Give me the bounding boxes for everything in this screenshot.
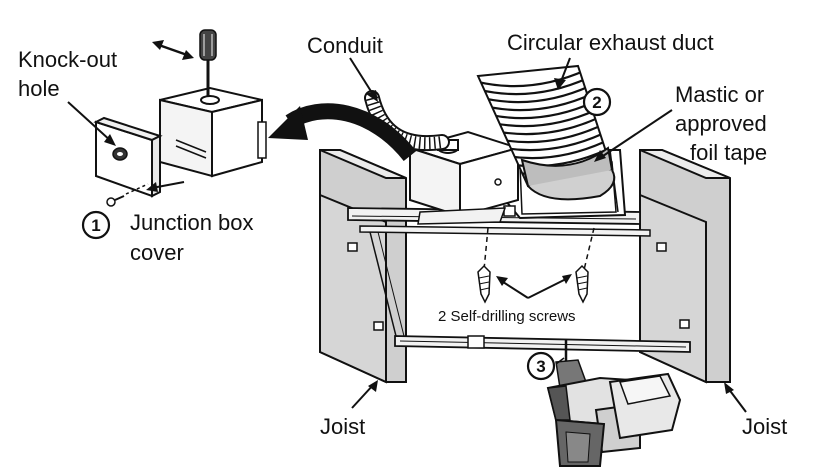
knockout-hole-label-line1: Knock-out — [18, 47, 117, 72]
step-marker-1: 1 — [81, 210, 111, 240]
cover-screw-icon — [106, 183, 149, 207]
junction-cover-leader — [146, 181, 185, 192]
duct-leader — [554, 57, 571, 90]
conduit-leader — [349, 57, 378, 102]
self-drilling-screw-right — [575, 227, 595, 304]
step-2-number: 2 — [592, 93, 601, 112]
step-1-number: 1 — [91, 216, 100, 235]
joist-right-leader — [724, 382, 747, 413]
conduit-label: Conduit — [307, 33, 383, 58]
mastic-label-line3: foil tape — [690, 140, 767, 165]
joist-left-label: Joist — [320, 414, 365, 439]
exhaust-duct-label: Circular exhaust duct — [507, 30, 714, 55]
mastic-leader — [594, 109, 673, 162]
step3-leader — [555, 357, 565, 365]
mastic-label-line1: Mastic or — [675, 82, 764, 107]
self-drilling-screws-label: 2 Self-drilling screws — [438, 308, 576, 325]
joist-left-leader — [351, 380, 378, 409]
self-drilling-screw-left — [477, 227, 491, 304]
twist-arrow-icon — [152, 40, 194, 60]
step-3-number: 3 — [536, 357, 545, 376]
mastic-label-line2: approved — [675, 111, 767, 136]
junction-box-cover-label-line1: Junction box — [130, 210, 254, 235]
junction-box-exploded — [159, 86, 267, 178]
joist-right-label: Joist — [742, 414, 787, 439]
knockout-hole-label-line2: hole — [18, 76, 60, 101]
screw-pointer-lines — [496, 274, 572, 299]
screwdriver-icon — [199, 29, 217, 96]
junction-box-cover-plate — [93, 116, 163, 198]
junction-box-cover-label-line2: cover — [130, 240, 184, 265]
curved-move-arrow-icon — [268, 103, 417, 162]
left-joist — [319, 149, 407, 384]
right-joist — [639, 149, 731, 384]
knockout-leader — [67, 101, 116, 146]
circular-exhaust-duct — [476, 64, 616, 201]
step-marker-3: 3 — [526, 351, 556, 381]
power-drill-icon — [546, 340, 682, 467]
step-marker-2: 2 — [582, 87, 612, 117]
